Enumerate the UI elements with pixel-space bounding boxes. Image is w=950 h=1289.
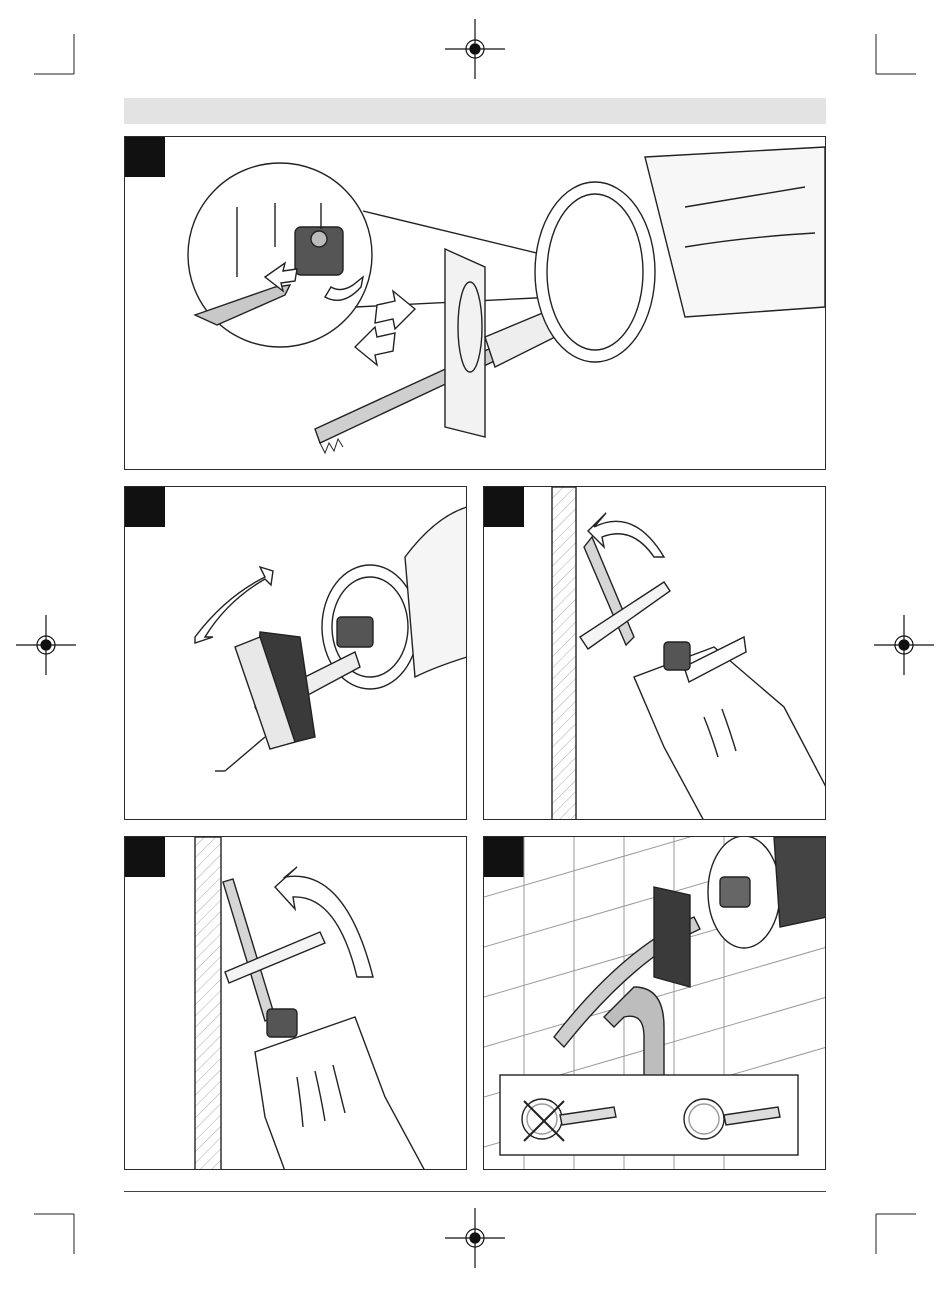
registration-mark-icon	[445, 19, 505, 79]
flush-cut-illustration	[484, 837, 826, 1170]
figure-plunge-cut-tilt	[124, 836, 467, 1170]
figure-plunge-cut-start	[483, 486, 826, 820]
registration-mark-icon	[16, 615, 76, 675]
shoe-adjustment-illustration	[125, 487, 467, 820]
plunge-cut-start-illustration	[484, 487, 826, 820]
figure-flush-cut	[483, 836, 826, 1170]
registration-mark-icon	[874, 615, 934, 675]
blade-insertion-illustration	[125, 137, 826, 470]
registration-mark-icon	[445, 1208, 505, 1268]
figure-shoe-adjustment	[124, 486, 467, 820]
footer-rule	[124, 1191, 826, 1192]
figure-blade-insertion	[124, 136, 826, 470]
plunge-cut-tilt-illustration	[125, 837, 467, 1170]
header-bar	[124, 98, 826, 124]
